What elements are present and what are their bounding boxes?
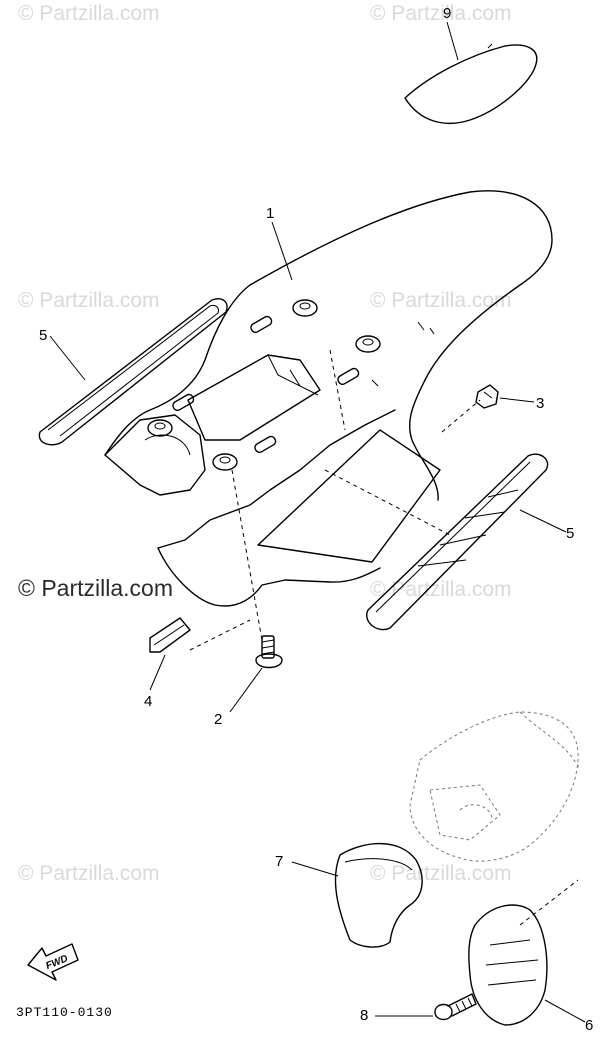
callout-2: 2 [214,711,222,728]
part-5-reflector-right [366,453,549,631]
leader-3 [499,397,535,403]
leader-2 [229,667,263,713]
callout-7: 7 [275,853,283,870]
part-4-plate [149,617,191,653]
part-6-guard [468,904,548,1026]
leader-4 [149,654,166,691]
watermark-1: © Partzilla.com [18,2,160,25]
part-2-bolt [255,635,283,669]
callout-5a: 5 [39,327,47,344]
part-1-rear-fender [104,190,553,651]
leader-5a [49,335,86,381]
callout-6: 6 [585,1017,593,1034]
watermark-4: © Partzilla.com [370,289,512,312]
part-7-cover [334,842,423,948]
watermark-7: © Partzilla.com [18,862,160,885]
part-3-clip [475,384,499,409]
callout-5b: 5 [566,525,574,542]
part-8-screw [434,993,477,1021]
vehicle-reference-sketch [409,711,581,862]
callout-9: 9 [443,5,451,22]
fwd-arrow-icon: FWD [27,943,79,981]
callout-1: 1 [266,205,274,222]
leader-6 [544,999,586,1023]
diagram-code: 3PT110-0130 [16,1005,113,1020]
alignment-6 [519,879,579,926]
leader-1 [271,221,293,281]
watermark-3: © Partzilla.com [18,289,160,312]
callout-3: 3 [536,395,544,412]
watermark-2: © Partzilla.com [370,2,512,25]
leader-9 [446,21,459,61]
watermark-5: © Partzilla.com [18,575,173,601]
watermark-8: © Partzilla.com [370,862,512,885]
part-9-pad [404,43,538,124]
callout-8: 8 [360,1007,368,1024]
leader-7 [291,861,339,877]
callout-4: 4 [144,693,152,710]
leader-5b [519,509,567,533]
part-5-reflector-left [38,298,228,446]
